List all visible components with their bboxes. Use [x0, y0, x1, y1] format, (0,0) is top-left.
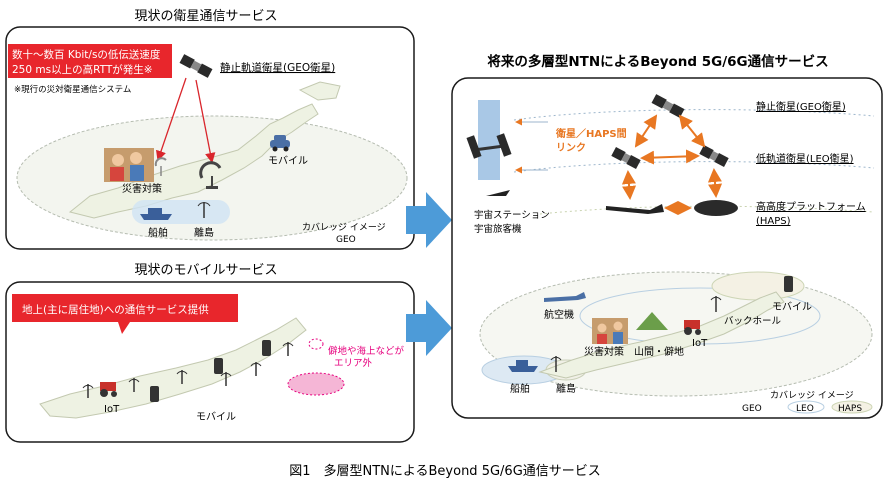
- disaster-label: 災害対策: [584, 345, 624, 358]
- mobile-label: モバイル: [196, 411, 236, 423]
- coverage-label: カバレッジ イメージ: [770, 390, 854, 401]
- island-antenna-icon: [197, 202, 211, 218]
- service-callout: [12, 294, 238, 334]
- coverage-haps-swatch: [831, 400, 873, 414]
- link-leo-leo: [640, 149, 700, 165]
- ship-label: 船舶: [148, 226, 168, 239]
- geo-label: 静止軌道衛星(GEO衛星): [220, 61, 335, 74]
- station-label: 宇宙ステーション: [474, 209, 550, 221]
- out-of-area-small: [308, 338, 324, 350]
- mobile-label: モバイル: [268, 155, 308, 167]
- geo-layer-label: 静止衛星(GEO衛星): [756, 100, 846, 113]
- sea-highlight: [132, 200, 230, 224]
- base-station-icon: [710, 296, 722, 312]
- leo-satellite-icon-right: [699, 145, 729, 167]
- haps-glider-icon: [606, 204, 664, 214]
- smartphone-icon: [214, 358, 223, 374]
- coverage-label: カバレッジ イメージ: [302, 222, 386, 233]
- mountain-icon: [636, 312, 668, 330]
- link-leo-glider: [621, 170, 637, 200]
- coverage-leo: [579, 287, 821, 345]
- geo-satellite-icon: [179, 54, 213, 78]
- iot-label: IoT: [692, 338, 708, 349]
- disaster-family-icon: [104, 148, 154, 182]
- mountain-label: 山間・僻地: [634, 345, 684, 358]
- japan-land: [538, 291, 785, 379]
- sat-link-disaster: [156, 77, 187, 162]
- base-station-icon: [250, 362, 262, 376]
- coverage-geo-label: GEO: [336, 235, 356, 245]
- base-station-icon: [128, 378, 140, 392]
- aircraft-label: 航空機: [544, 308, 574, 321]
- leo-satellite-icon-left: [611, 147, 641, 169]
- smartphone-icon: [262, 340, 271, 356]
- space-station-icon: [466, 100, 512, 180]
- panel-title: 現状のモバイルサービス: [134, 263, 277, 278]
- smartphone-icon: [784, 276, 793, 292]
- satellite-dish-icon: [154, 157, 167, 176]
- car-icon: [270, 135, 290, 152]
- coverage-geo-label: GEO: [742, 404, 762, 414]
- out-of-area-large: [287, 372, 345, 396]
- panel-current-mobile: 現状のモバイルサービス 地上(主に居住地)への通信サービス提供 IoT: [5, 263, 415, 443]
- tractor-icon: [684, 320, 701, 335]
- link-label-1: 衛星／HAPS間: [555, 127, 627, 140]
- link-geo-leo-right: [678, 114, 706, 148]
- mobile-label: モバイル: [772, 301, 812, 313]
- callout-line-1: 数十～数百 Kbit/sの低伝送速度: [12, 48, 161, 61]
- japan-north: [298, 81, 341, 101]
- spaceplane-label: 宇宙旅客機: [474, 223, 522, 235]
- base-station-icon: [82, 384, 94, 398]
- link-label-2: リンク: [556, 142, 586, 154]
- sat-link-dish: [195, 79, 216, 164]
- link-leo-airship: [707, 168, 723, 198]
- base-station-icon: [220, 372, 232, 386]
- callout-line-2: 250 ms以上の高RTTが発生※: [12, 63, 153, 76]
- ship-icon: [140, 208, 172, 220]
- coverage-leo-swatch: [787, 400, 825, 414]
- latency-callout: [8, 44, 172, 78]
- ship-label: 船舶: [510, 382, 530, 395]
- island-label: 離島: [194, 226, 214, 239]
- japan-land: [68, 103, 319, 219]
- base-station-icon: [176, 370, 188, 384]
- coverage-haps-label: HAPS: [838, 404, 862, 414]
- transition-arrow-lower: [406, 300, 452, 356]
- out-of-area-line-2: エリア外: [334, 357, 373, 369]
- ground-station-dish-icon: [199, 161, 222, 189]
- geo-satellite-icon: [651, 94, 685, 118]
- transition-arrow-upper: [406, 192, 452, 248]
- haps-layer-label-2: (HAPS): [756, 216, 791, 227]
- airplane-icon: [544, 292, 586, 302]
- panel-future: 将来の多層型NTNによるBeyond 5G/6G通信サービス 宇宙ステーション …: [451, 53, 883, 419]
- panel-current-satellite: 現状の衛星通信サービス 数十～数百 Kbit/sの低伝送速度 250 ms以上の…: [5, 9, 415, 250]
- link-geo-leo-left: [634, 114, 658, 148]
- haps-orbit: [539, 205, 875, 215]
- coverage-leo-label: LEO: [796, 404, 814, 414]
- figure-caption: 図1 多層型NTNによるBeyond 5G/6G通信サービス: [289, 463, 601, 479]
- backhaul-label: バックホール: [724, 316, 782, 327]
- island-label: 離島: [556, 382, 576, 395]
- tractor-icon: [100, 382, 117, 397]
- island-antenna-icon: [550, 356, 562, 372]
- callout-text: 地上(主に居住地)への通信サービス提供: [22, 303, 209, 316]
- haps-layer-label-1: 高高度プラットフォーム: [756, 200, 866, 213]
- out-of-area-line-1: 僻地や海上などが: [328, 345, 405, 357]
- ship-icon: [508, 360, 538, 372]
- note-text: ※現行の災対衛星通信システム: [14, 84, 131, 95]
- disaster-family-icon: [592, 318, 628, 344]
- iot-label: IoT: [104, 404, 120, 415]
- smartphone-icon: [150, 386, 159, 402]
- haps-airship-icon: [694, 200, 738, 216]
- base-station-icon: [282, 342, 294, 356]
- panel-title: 将来の多層型NTNによるBeyond 5G/6G通信サービス: [487, 53, 828, 70]
- disaster-label: 災害対策: [122, 182, 162, 195]
- spaceplane-icon: [486, 190, 510, 196]
- panel-title: 現状の衛星通信サービス: [134, 9, 277, 24]
- leo-layer-label: 低軌道衛星(LEO衛星): [756, 152, 854, 165]
